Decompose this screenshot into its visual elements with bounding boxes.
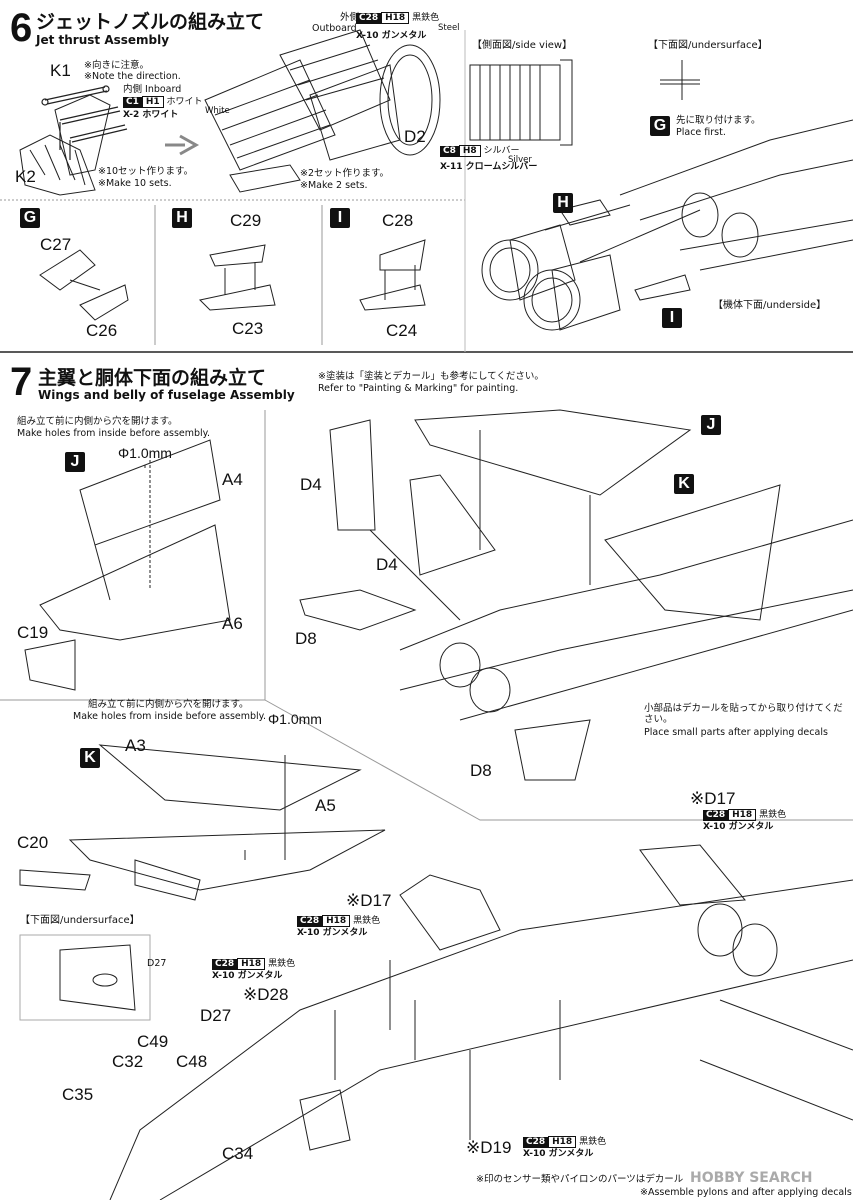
- sub-i-box: I: [330, 208, 350, 228]
- step6-title-jp: ジェットノズルの組み立て: [36, 11, 265, 33]
- part-a5: A5: [315, 796, 336, 815]
- part-d4-a: D4: [300, 475, 322, 494]
- part-a6: A6: [222, 614, 243, 633]
- d17-mid-paint-x: X-10 ガンメタル: [297, 928, 368, 938]
- part-c26: C26: [86, 321, 118, 340]
- painting-refer-jp: ※塗装は「塗装とデカール」も参考にしてください。: [318, 371, 544, 382]
- holes2-note-jp: 組み立て前に内側から穴を開けます。: [88, 699, 249, 710]
- phi-1mm-b: Φ1.0mm: [268, 711, 322, 727]
- part-c49: C49: [137, 1032, 169, 1051]
- d19-paint-x: X-10 ガンメタル: [523, 1149, 594, 1159]
- small-parts-jp: 小部品はデカールを貼ってから取り付けてください。: [644, 703, 843, 725]
- j-box-right: J: [701, 415, 721, 435]
- part-d8-b: D8: [470, 761, 492, 780]
- d17-paint-x: X-10 ガンメタル: [703, 822, 774, 832]
- d28-paint-x: X-10 ガンメタル: [212, 971, 283, 981]
- sub-h-box: H: [172, 208, 192, 228]
- part-d17-mid: ※D17: [346, 891, 392, 910]
- sub-g-box: G: [20, 208, 40, 228]
- painting-refer-en: Refer to "Painting & Marking" for painti…: [318, 383, 519, 394]
- footer-note-en: ※Assemble pylons and after applying deca…: [640, 1187, 852, 1198]
- make2-jp: ※2セット作ります。: [300, 168, 390, 179]
- k2-label: K2: [15, 167, 36, 186]
- part-c28: C28: [382, 211, 414, 230]
- g-mark-box: G: [650, 116, 670, 136]
- outboard-paint-x: X-10 ガンメタル: [356, 31, 427, 41]
- part-c19: C19: [17, 623, 49, 642]
- part-d27: D27: [200, 1006, 232, 1025]
- part-d28: ※D28: [243, 985, 289, 1004]
- direction-note-jp: ※向きに注意。: [84, 60, 149, 71]
- undersurface-label: 【下面図/undersurface】: [20, 915, 140, 926]
- side-view-label: 【側面図/side view】: [472, 40, 573, 51]
- make2-en: ※Make 2 sets.: [300, 180, 368, 191]
- holes2-note-en: Make holes from inside before assembly.: [73, 711, 266, 722]
- place-first-en: Place first.: [676, 127, 726, 138]
- make10-en: ※Make 10 sets.: [98, 178, 172, 189]
- direction-note-en: ※Note the direction.: [84, 71, 181, 82]
- outboard-paint-en: Steel: [438, 23, 460, 33]
- footer-note-jp: ※印のセンサー類やパイロンのパーツはデカール: [476, 1174, 684, 1185]
- k-box-right: K: [674, 474, 694, 494]
- phi-1mm-a: Φ1.0mm: [118, 445, 172, 461]
- part-c24: C24: [386, 321, 418, 340]
- part-c48: C48: [176, 1052, 208, 1071]
- inboard-label: 内側 Inboard: [123, 84, 182, 95]
- inboard-paint-x: X-2 ホワイト: [123, 110, 179, 120]
- holes-note-en: Make holes from inside before assembly.: [17, 428, 210, 439]
- part-d8-a: D8: [295, 629, 317, 648]
- part-a4: A4: [222, 470, 243, 489]
- h-mark-box: H: [553, 193, 573, 213]
- i-mark-box: I: [662, 308, 682, 328]
- holes-note-jp: 組み立て前に内側から穴を開けます。: [17, 416, 178, 427]
- inboard-paint-en: White: [205, 106, 230, 116]
- part-c32: C32: [112, 1052, 144, 1071]
- under-view-label: 【下面図/undersurface】: [648, 40, 768, 51]
- small-parts-en: Place small parts after applying decals: [644, 727, 828, 738]
- part-d4-b: D4: [376, 555, 398, 574]
- part-c34: C34: [222, 1144, 254, 1163]
- step7-title-en: Wings and belly of fuselage Assembly: [38, 388, 295, 402]
- k1-label: K1: [50, 61, 71, 80]
- part-c29: C29: [230, 211, 262, 230]
- part-c23: C23: [232, 319, 264, 338]
- part-c20: C20: [17, 833, 49, 852]
- part-c27: C27: [40, 235, 72, 254]
- make10-jp: ※10セット作ります。: [98, 166, 194, 177]
- j-box-left: J: [65, 452, 85, 472]
- silver-paint-x: X-11 クロームシルバー: [440, 162, 538, 172]
- part-d27-small: D27: [147, 958, 167, 969]
- d2-label: D2: [404, 127, 426, 146]
- part-a3: A3: [125, 736, 146, 755]
- step6-title-en: Jet thrust Assembly: [36, 33, 170, 47]
- k-box-left: K: [80, 748, 100, 768]
- watermark: HOBBY SEARCH: [690, 1170, 813, 1186]
- part-d19: ※D19: [466, 1138, 512, 1157]
- outboard-label-en: Outboard: [312, 23, 357, 34]
- step7-title-jp: 主翼と胴体下面の組み立て: [38, 367, 267, 389]
- place-first-jp: 先に取り付けます。: [676, 115, 761, 126]
- part-c35: C35: [62, 1085, 94, 1104]
- part-d17-top: ※D17: [690, 789, 736, 808]
- outboard-label-jp: 外側: [340, 12, 360, 23]
- underside-label: 【機体下面/underside】: [713, 300, 827, 311]
- step6-number: 6: [10, 6, 33, 50]
- silver-paint-en: Silver: [508, 155, 532, 165]
- step7-number: 7: [10, 360, 33, 404]
